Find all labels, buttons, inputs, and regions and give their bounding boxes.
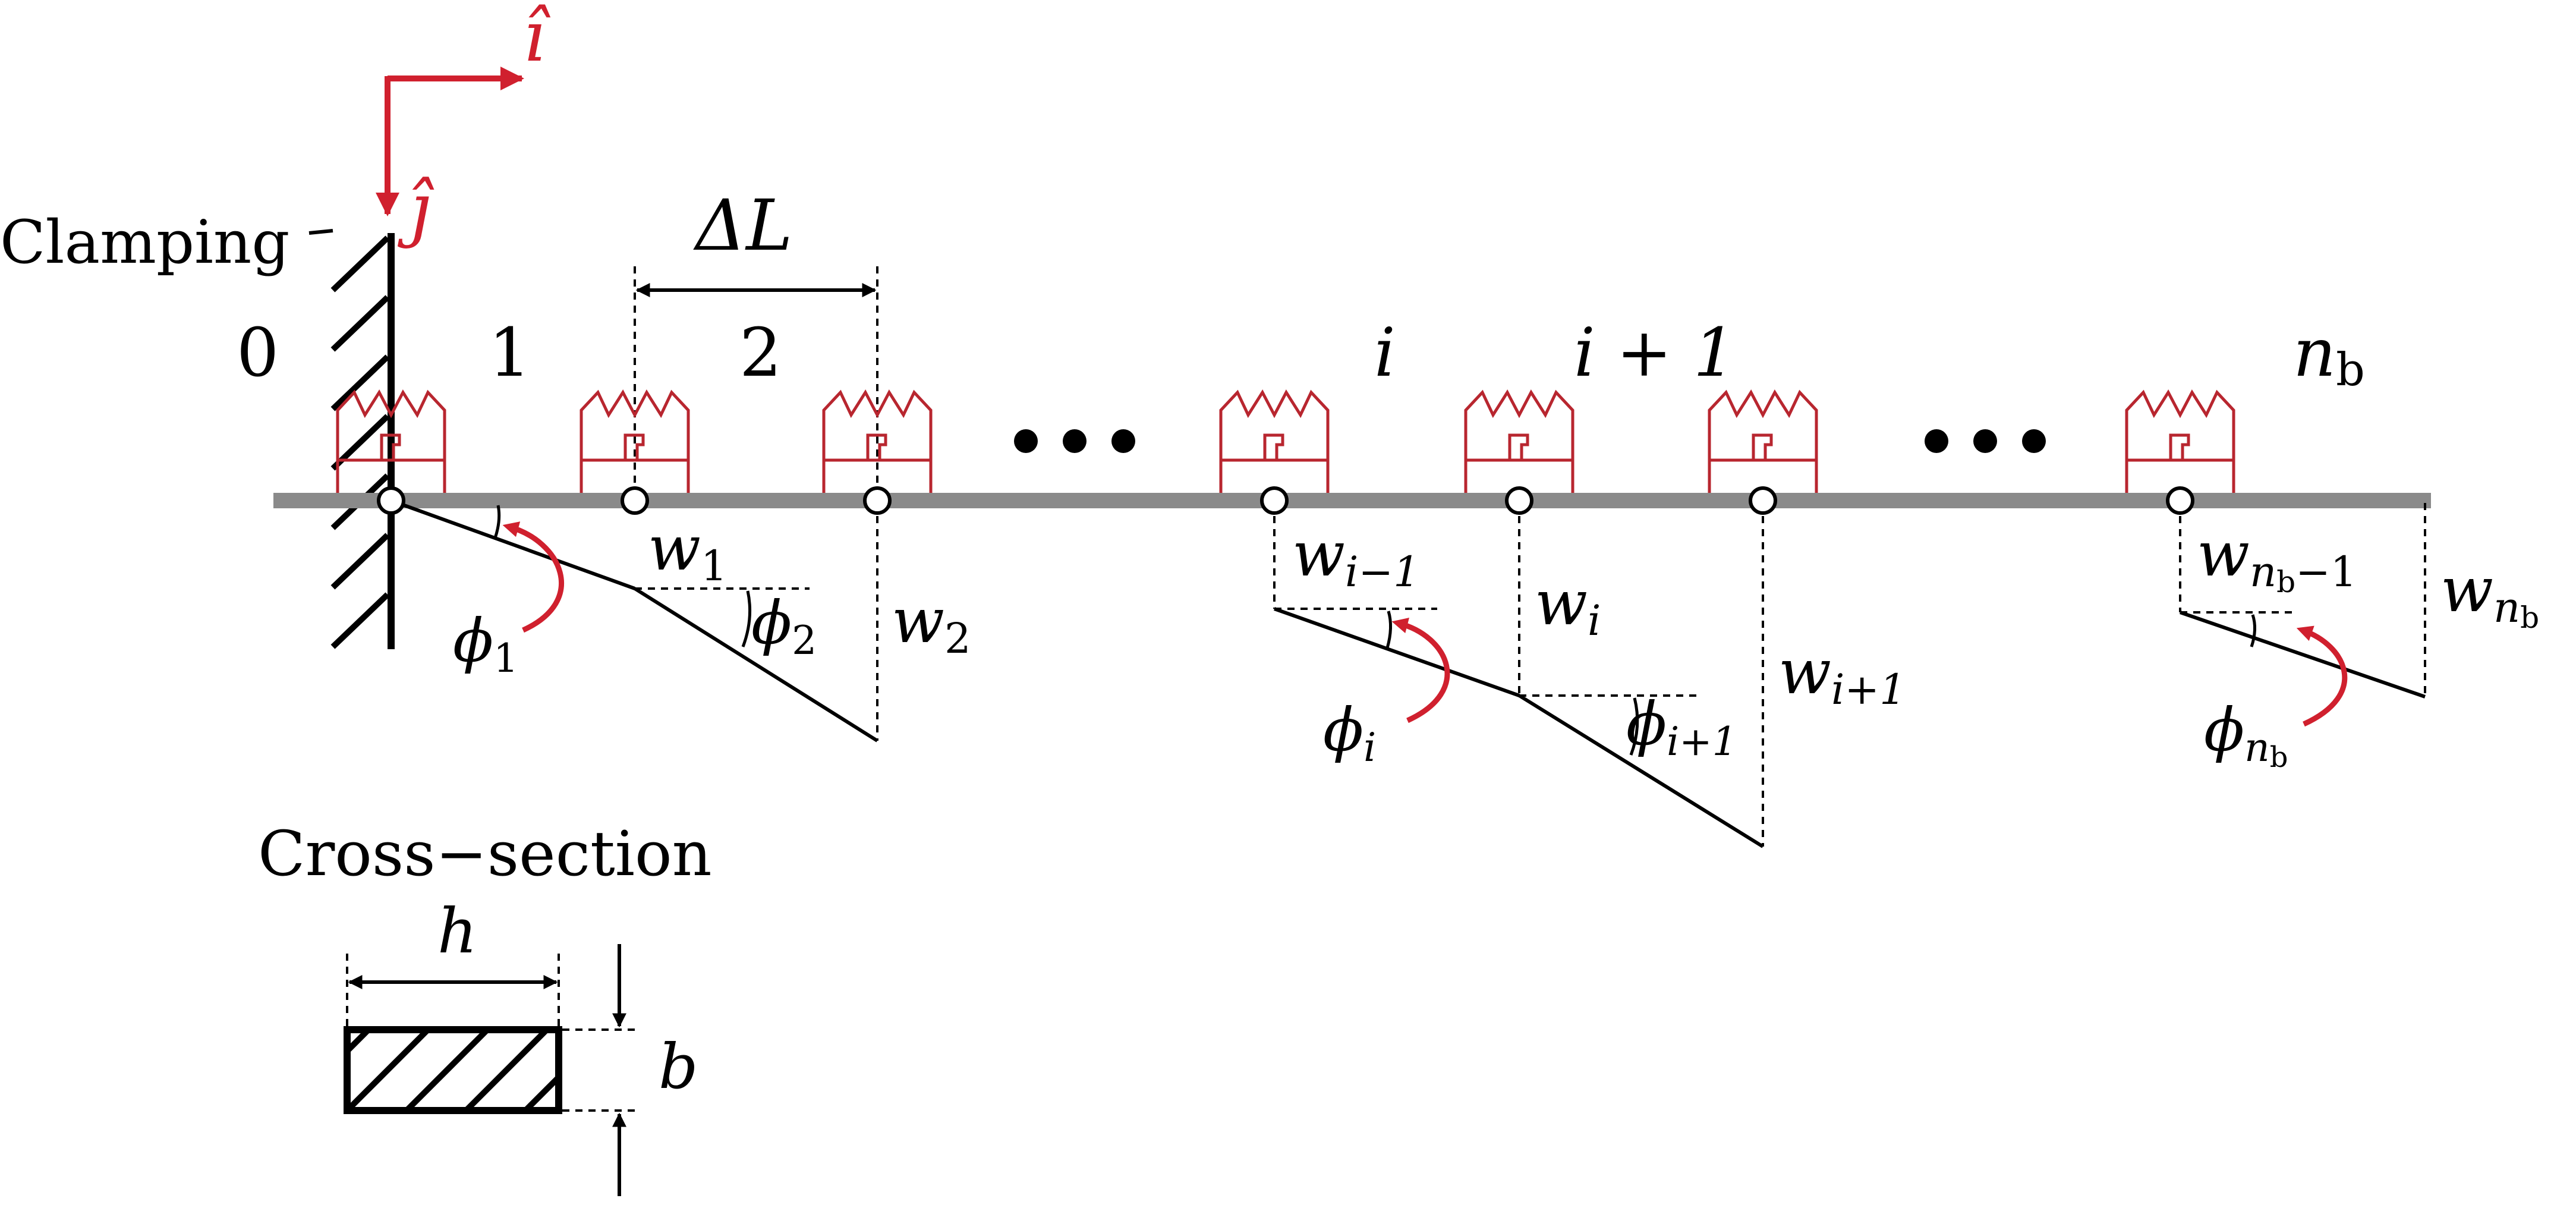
- beam-nodes: [377, 486, 2194, 515]
- rotation-arrow-phi1: [502, 521, 564, 633]
- clamped-wall: [308, 229, 395, 649]
- segment-label-0: 0: [237, 314, 279, 392]
- spring-6: [1709, 392, 1816, 495]
- label-w-i: wi: [1535, 567, 1601, 645]
- angle-arcs: [493, 505, 2256, 756]
- cross-section-rect: [344, 1026, 562, 1114]
- node-i-plus-1: [1749, 486, 1777, 515]
- ellipsis-dots-right: [1925, 429, 2046, 453]
- label-w-i-minus-1: wi−1: [1292, 518, 1420, 596]
- deflection-construction-middle: [1273, 503, 1764, 848]
- label-phi-nb: ϕnb: [2204, 695, 2288, 774]
- cross-section-title: Cross−section: [258, 817, 712, 890]
- node-2: [863, 486, 892, 515]
- deflection-construction-right: [2179, 503, 2426, 699]
- spring-5: [1466, 392, 1573, 495]
- axis-j-label: ĵ: [397, 168, 434, 250]
- segment-label-i: i: [1374, 314, 1396, 392]
- label-phi-i: ϕi: [1323, 695, 1376, 770]
- spring-7: [2127, 392, 2234, 495]
- axis-i-label: î: [523, 0, 551, 77]
- spring-4: [1221, 392, 1328, 495]
- node-i: [1505, 486, 1533, 515]
- node-nb-minus-1: [2166, 486, 2194, 515]
- clamping-label: Clamping: [0, 207, 289, 277]
- node-1: [621, 486, 649, 515]
- rotation-arrow-phii: [1391, 617, 1450, 724]
- label-w1: w1: [648, 512, 728, 590]
- label-phi1: ϕ1: [453, 606, 518, 681]
- segment-label-1: 1: [489, 314, 531, 392]
- node-i-minus-1: [1260, 486, 1289, 515]
- ellipsis-dots-left: [1014, 429, 1135, 453]
- segment-label-i-plus-1: i + 1: [1574, 314, 1736, 392]
- label-w-i-plus-1: wi+1: [1778, 636, 1906, 714]
- label-phi-i-plus-1: ϕi+1: [1626, 689, 1737, 765]
- segment-label-2: 2: [739, 314, 782, 392]
- label-phi2: ϕ2: [751, 588, 817, 663]
- deflection-construction-left: [390, 499, 878, 743]
- label-w2: w2: [892, 584, 971, 663]
- label-w-nb: wnb: [2440, 553, 2539, 635]
- segment-label-nb: nb: [2293, 314, 2365, 396]
- cs-thickness-label: b: [659, 1030, 698, 1103]
- label-w-nb-minus-1: wnb−1: [2197, 518, 2357, 599]
- delta-l-label: ΔL: [693, 184, 793, 266]
- node-0: [377, 486, 405, 515]
- rotation-arrow-phinb: [2296, 625, 2348, 727]
- cs-width-label: h: [437, 895, 477, 967]
